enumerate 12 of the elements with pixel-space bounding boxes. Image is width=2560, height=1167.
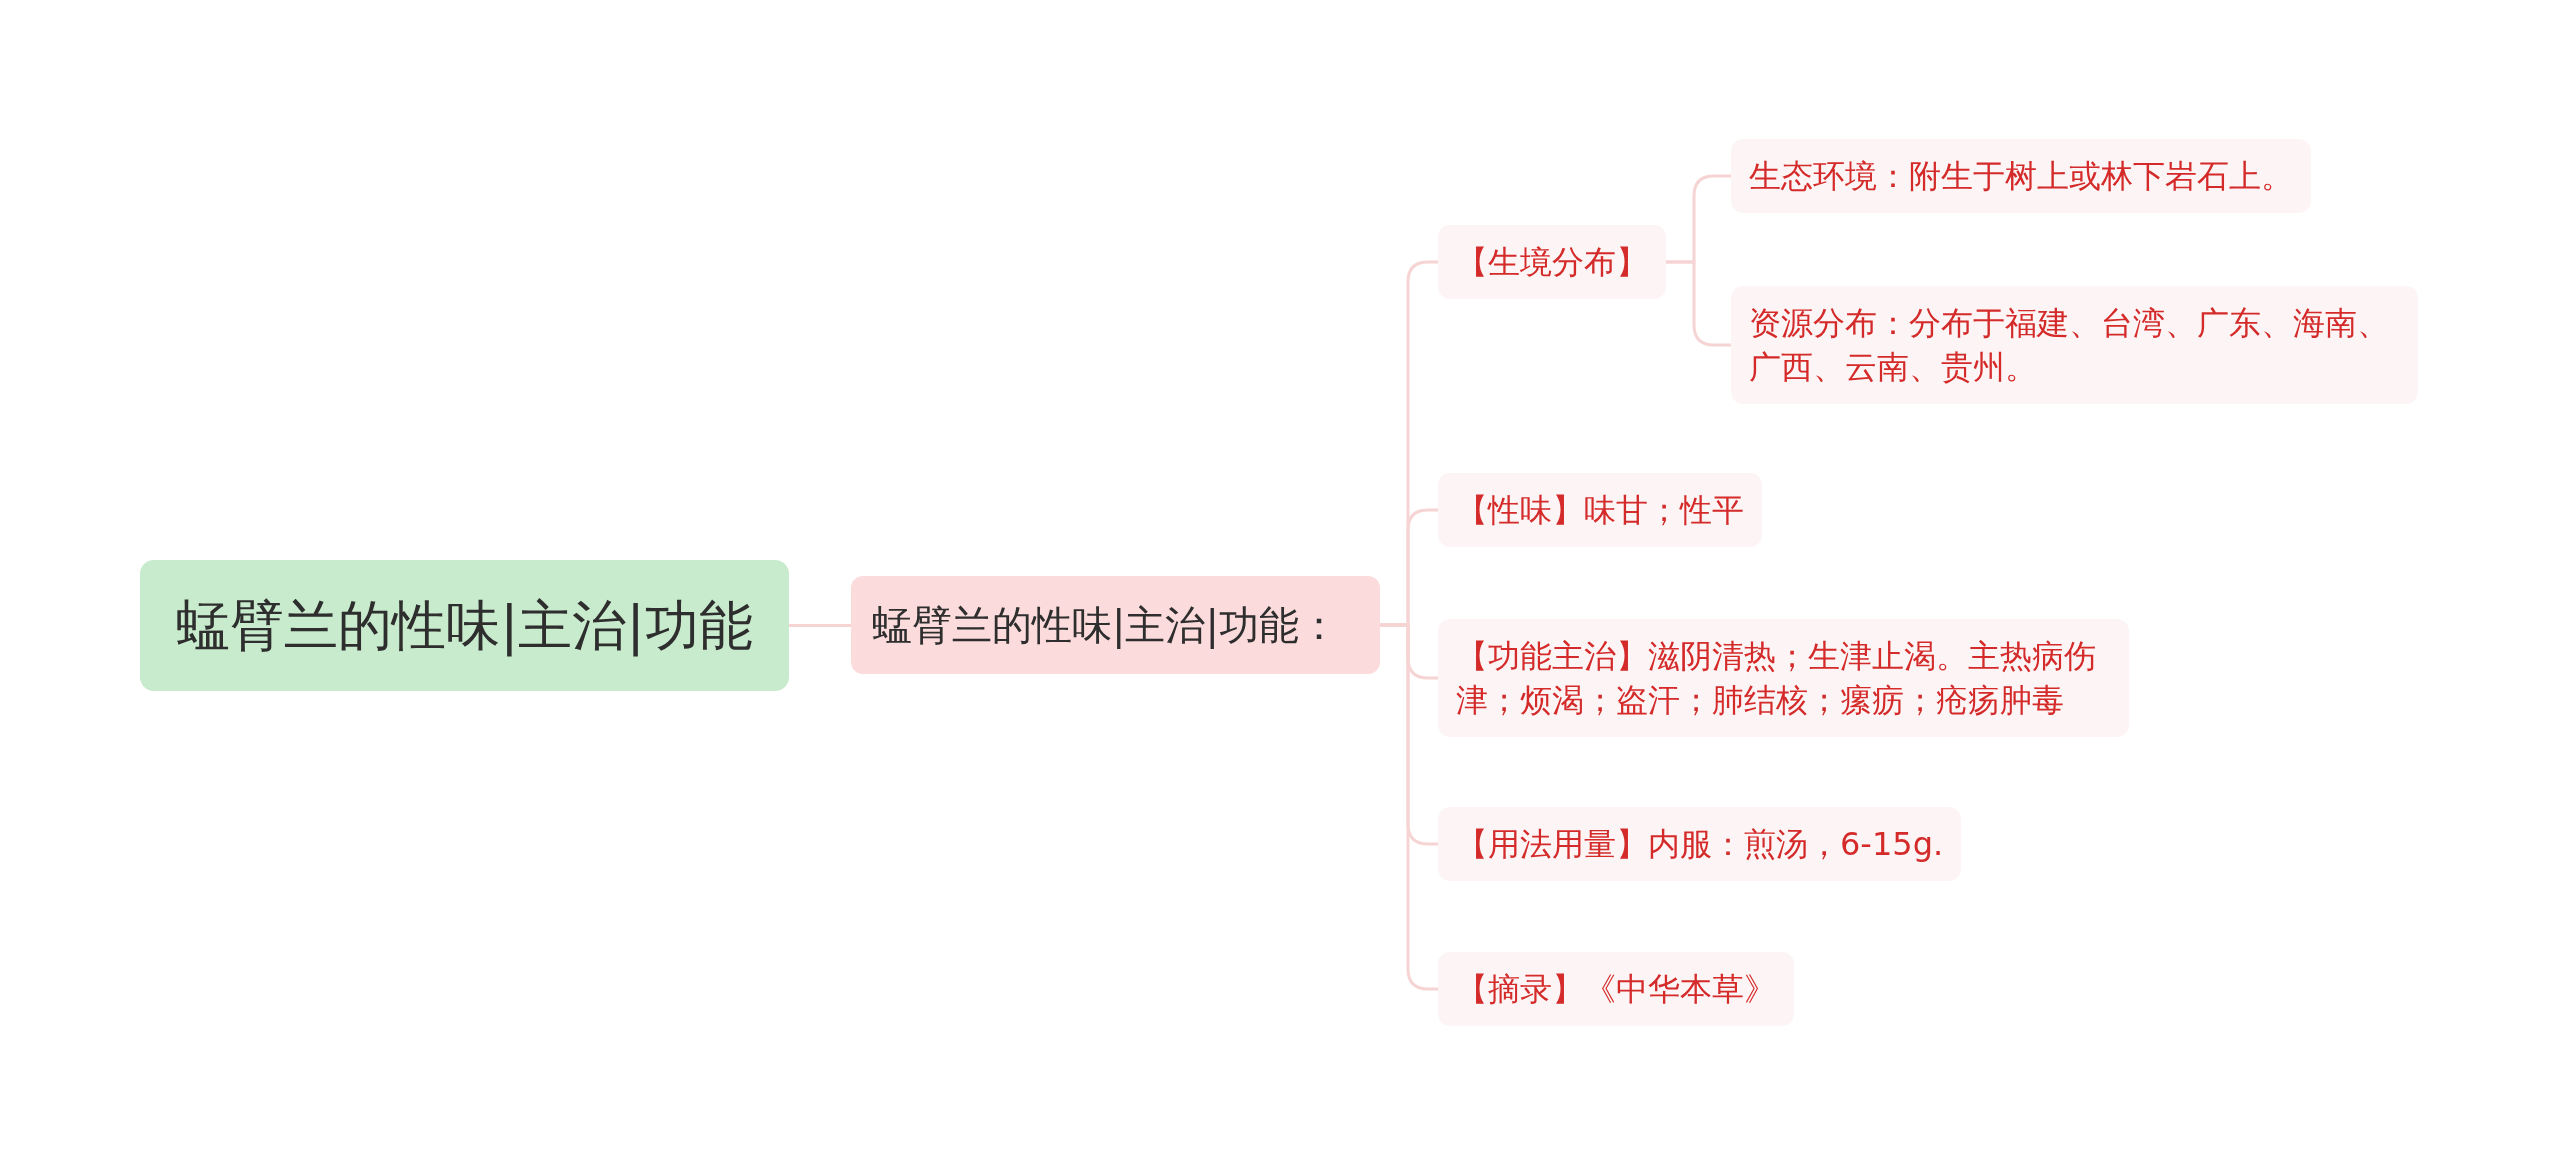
main-topic-box: 蜢臂兰的性味|主治|功能： [851,576,1380,674]
connector-line [1666,260,1731,347]
subtopic-box: 【用法用量】内服：煎汤，6-15g. [1438,807,1962,881]
subtopic-box: 【摘录】《中华本草》 [1438,952,1794,1026]
subtopic-box: 【性味】味甘；性平 [1438,473,1762,547]
subtopic-box: 资源分布：分布于福建、台湾、广东、海南、广西、云南、贵州。 [1731,286,2418,404]
subtopic-box: 【功能主治】滋阴清热；生津止渴。主热病伤津；烦渴；盗汗；肺结核；瘰疬；疮疡肿毒 [1438,619,2129,737]
subtopic-box: 生态环境：附生于树上或林下岩石上。 [1731,139,2311,213]
connector-line [1380,623,1438,991]
subtopic-box: 【生境分布】 [1438,225,1666,299]
central-topic-box: 蜢臂兰的性味|主治|功能 [140,560,789,691]
connector-line [789,624,851,627]
